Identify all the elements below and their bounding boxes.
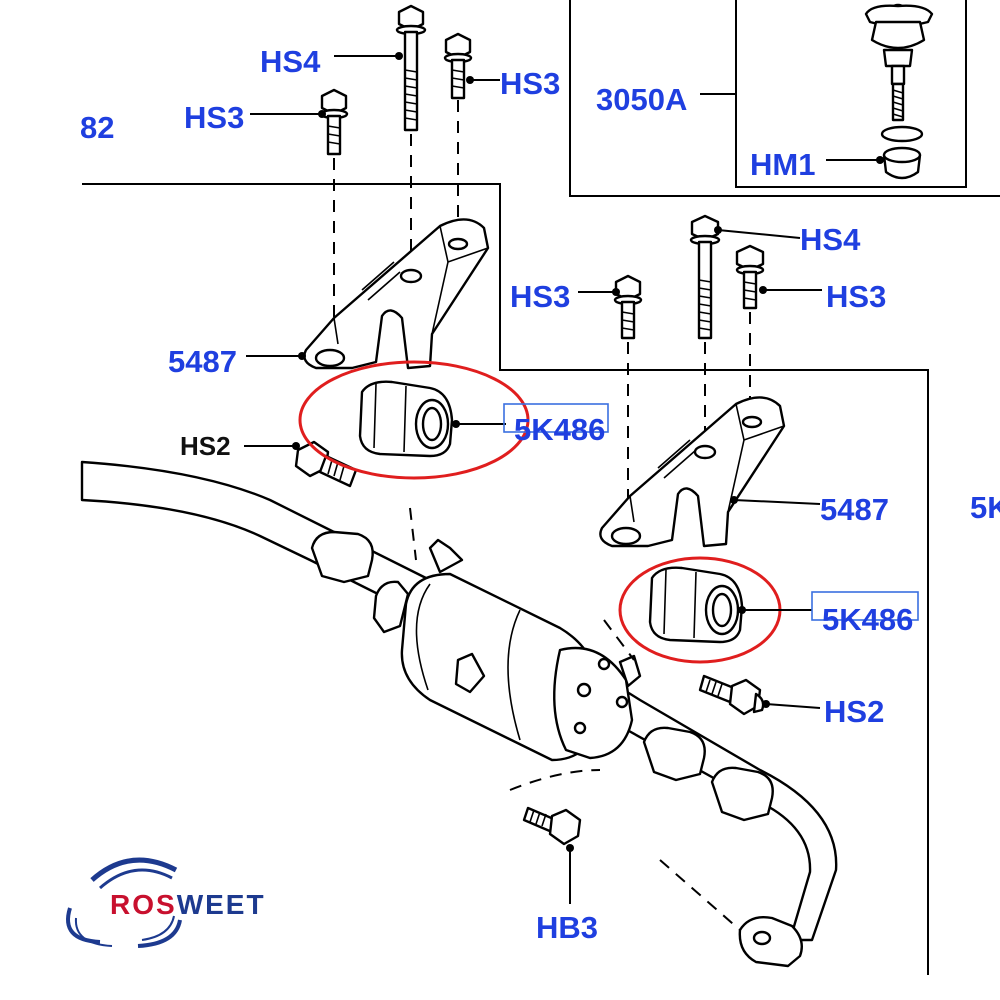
label-5487-right[interactable]: 5487 [820, 492, 889, 527]
label-hs3-top-right[interactable]: HS3 [500, 66, 560, 101]
leader-lines [244, 52, 884, 904]
ball-joint-3050a [864, 3, 934, 180]
stud-hs2-right [698, 674, 765, 716]
bush-5k486-right [648, 566, 744, 644]
bolt-hb3 [522, 806, 582, 846]
stabiliser-bar [80, 460, 838, 968]
inset-box [735, 0, 967, 188]
stud-hs2-left [294, 440, 358, 488]
rosweet-logo: ROSWEET [66, 857, 308, 948]
label-hm1[interactable]: HM1 [750, 147, 815, 182]
label-5k486-left[interactable]: 5K486 [514, 412, 605, 447]
label-hs4-top[interactable]: HS4 [260, 44, 321, 79]
bolt-hs3-top-left [319, 88, 349, 156]
actuator-canister [400, 538, 642, 762]
label-hs4-mid[interactable]: HS4 [800, 222, 861, 257]
bracket-5487-left [303, 218, 490, 370]
label-5k486-right[interactable]: 5K486 [822, 602, 913, 637]
link-box-5k486-left [503, 403, 609, 433]
label-hs2-left[interactable]: HS2 [180, 431, 231, 461]
label-hs2-right[interactable]: HS2 [824, 694, 884, 729]
label-hs3-mid-right[interactable]: HS3 [826, 279, 886, 314]
link-box-5k486-right [811, 591, 919, 621]
bolt-hs3-top-right [443, 32, 473, 100]
highlight-ring-left [298, 360, 530, 480]
label-82[interactable]: 82 [80, 110, 114, 145]
label-hb3[interactable]: HB3 [536, 910, 598, 945]
section-frames [82, 0, 1000, 975]
bush-5k486-left [358, 380, 454, 458]
label-hs3-mid-left[interactable]: HS3 [510, 279, 570, 314]
svg-text:ROSWEET: ROSWEET [110, 889, 266, 920]
label-hs3-top-left[interactable]: HS3 [184, 100, 244, 135]
bolt-hs3-mid-right [735, 244, 765, 310]
label-3050a[interactable]: 3050A [596, 82, 687, 117]
bolt-hs3-mid-left [613, 274, 643, 340]
bolt-hs4-mid [689, 214, 721, 340]
bolt-hs4-top [395, 4, 427, 132]
label-5k-right[interactable]: 5K [970, 490, 1000, 525]
label-5487-left[interactable]: 5487 [168, 344, 237, 379]
